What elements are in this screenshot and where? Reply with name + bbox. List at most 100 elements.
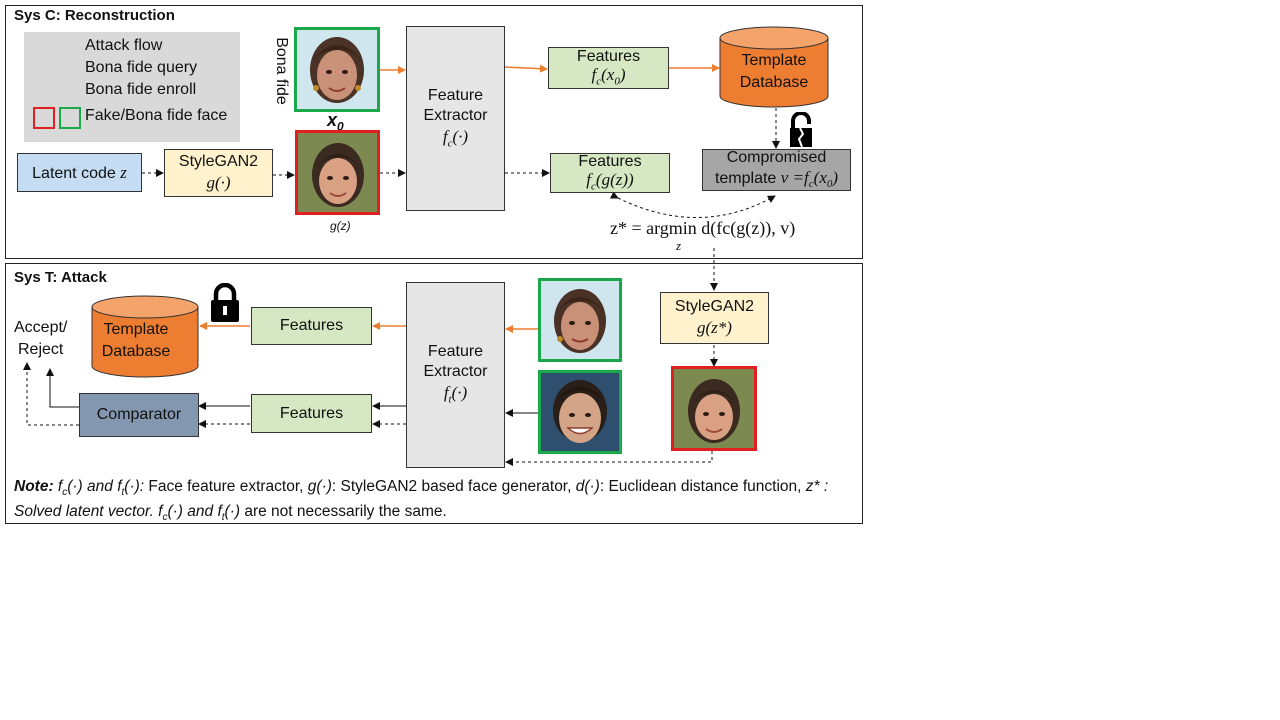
fcb-arg: (g(z)): [595, 170, 634, 190]
legend-attack-label: Attack flow: [85, 37, 163, 54]
legend: Attack flow Bona fide query Bona fide en…: [24, 32, 240, 142]
unlocked-padlock-icon: [790, 112, 812, 148]
fct-arg-sub: 0: [614, 75, 620, 88]
compromised-eq: =f: [788, 167, 809, 187]
note-p1s: c: [62, 487, 68, 499]
x0-label-text: x: [327, 110, 338, 130]
template-database-c-label: Template Database: [719, 50, 829, 95]
accept-reject-label: Accept/ Reject: [14, 317, 67, 362]
legend-enroll-label: Bona fide enroll: [85, 81, 197, 98]
enrolled-face-t: [538, 278, 622, 362]
accept-line2: Reject: [18, 341, 64, 359]
legend-fake-swatch: [33, 107, 55, 129]
extractor-c-fn-sub: c: [447, 137, 453, 150]
compromised-line1: Compromised: [726, 149, 827, 167]
template-database-t: [91, 295, 199, 378]
stylegan-c-title: StyleGAN2: [178, 153, 259, 171]
arrow-comparator-to-accept: [46, 368, 79, 408]
argmin-equation: z* = argmin d(fc(g(z)), v): [610, 218, 796, 238]
fct-fn: f: [591, 65, 597, 85]
compromised-template: Compromised template v =fc(x0): [702, 149, 851, 191]
locked-padlock-icon: [211, 283, 239, 322]
compromised-sub: c: [808, 177, 814, 190]
note-p3: (·):: [124, 478, 145, 495]
bona-fide-face-x0: [294, 27, 380, 112]
extractor-t-line2: Extractor: [423, 363, 488, 381]
note-p2s: t: [121, 487, 125, 499]
features-c-bottom-title: Features: [578, 153, 642, 171]
face-portrait-icon: [298, 133, 377, 212]
db-t-line2: Database: [101, 343, 171, 361]
db-c-line2: Database: [739, 74, 809, 92]
extractor-t-fn-arg: (·): [451, 383, 468, 403]
fcb-sub: c: [591, 180, 596, 193]
note-p10s: c: [162, 511, 168, 523]
reconstructed-face-t: [671, 366, 757, 451]
gz-label: g(z): [330, 219, 351, 233]
latent-code-label: Latent code z: [32, 162, 127, 184]
note-p2: (·) and f: [67, 478, 122, 495]
fcb-fn: f: [586, 170, 592, 190]
extractor-t-fn-sub: t: [448, 393, 452, 406]
x0-label-sub: 0: [337, 119, 344, 134]
note-p9: z*: [805, 478, 820, 495]
query-face-t: [538, 370, 622, 454]
note-p12: (·): [224, 502, 241, 520]
note-p7: d(·): [575, 478, 600, 495]
legend-real-swatch: [59, 107, 81, 129]
features-c-top-title: Features: [576, 48, 641, 66]
features-c-top-fn: fc(x0): [591, 65, 626, 88]
compromised-arg: (x: [813, 167, 827, 187]
note-p10: : Solved latent vector. f: [14, 478, 829, 520]
note-p6: : StyleGAN2 based face generator,: [331, 478, 576, 495]
legend-query-label: Bona fide query: [85, 59, 198, 76]
features-c-bottom-fn: fc(g(z)): [586, 170, 634, 193]
template-database-t-label: Template Database: [91, 319, 181, 364]
arrow-extractor-to-features-top: [504, 64, 548, 73]
stylegan-t-box: StyleGAN2 g(z*): [660, 292, 769, 344]
extractor-t-line1: Feature: [427, 343, 484, 361]
stylegan-c-fn: g(·): [206, 173, 231, 193]
stylegan-t-title: StyleGAN2: [674, 298, 755, 316]
face-portrait-icon: [297, 30, 377, 109]
accept-line1: Accept/: [14, 319, 68, 336]
note-p11s: t: [221, 511, 225, 523]
feature-extractor-c: Feature Extractor fc(·): [406, 26, 505, 211]
template-database-c: [719, 26, 829, 108]
face-portrait-icon: [541, 281, 619, 359]
comparator-label: Comparator: [96, 406, 182, 423]
compromised-line2: template v =fc(x0): [715, 168, 838, 191]
panel-t-title: Sys T: Attack: [14, 269, 107, 286]
note-p1: f: [53, 478, 63, 495]
compromised-text: template: [714, 169, 781, 187]
argmin-subscript: z: [676, 238, 682, 253]
latent-code-text: Latent code: [32, 164, 121, 182]
db-t-line1: Template: [103, 321, 169, 338]
features-t-bottom-label: Features: [279, 404, 344, 422]
panel-reconstruction: [5, 5, 863, 259]
note-p13: are not necessarily the same.: [240, 502, 447, 520]
features-c-bottom: Features fc(g(z)): [550, 153, 670, 193]
panel-attack: [5, 263, 863, 524]
features-t-bottom: Features: [251, 394, 372, 433]
latent-code-box: Latent code z: [17, 153, 142, 192]
fct-arg: (x: [601, 65, 615, 85]
face-portrait-icon: [674, 369, 754, 448]
note-lead: Note:: [14, 478, 54, 495]
fct-sub: c: [596, 75, 602, 88]
bona-fide-label: Bona fide: [273, 37, 290, 105]
extractor-c-fn-name: f: [442, 126, 448, 146]
note-p5: g(·): [307, 478, 332, 495]
features-t-top: Features: [251, 307, 372, 345]
x0-label: x0: [327, 110, 344, 134]
features-t-top-label: Features: [279, 317, 344, 334]
legend-faces-label: Fake/Bona fide face: [85, 107, 228, 124]
compromised-arg-sub: 0: [826, 177, 833, 190]
feature-extractor-t: Feature Extractor ft(·): [406, 282, 505, 468]
stylegan-c-box: StyleGAN2 g(·): [164, 149, 273, 197]
fct-arg-end: ): [619, 65, 626, 85]
compromised-arg-end: ): [832, 167, 839, 187]
figure-note: Note: fc(·) and ft(·): Face feature extr…: [14, 476, 844, 525]
extractor-c-fn: fc(·): [443, 126, 468, 151]
features-c-top: Features fc(x0): [548, 47, 669, 89]
